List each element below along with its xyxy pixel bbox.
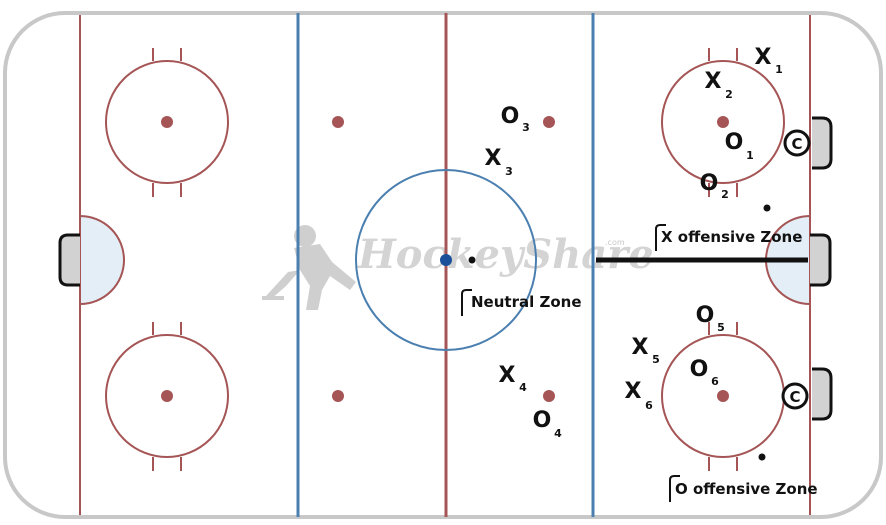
center-faceoff-dot — [440, 254, 452, 266]
player-o4-mark: O — [533, 408, 552, 433]
right-top-bench — [812, 116, 833, 170]
player-o2-mark: O — [700, 171, 719, 196]
right-bottom-bench — [812, 367, 833, 421]
player-x4-mark: X — [499, 363, 516, 388]
player-o4-num: 4 — [554, 427, 562, 440]
player-x2-mark: X — [705, 69, 722, 94]
player-x3-mark: X — [485, 146, 502, 171]
puck-center — [468, 256, 476, 264]
player-x1-mark: X — [755, 45, 772, 70]
player-o6-mark: O — [690, 357, 709, 382]
player-x5-num: 5 — [652, 353, 660, 366]
coach-top-label: C — [791, 135, 802, 153]
left-bottom-faceoff-dot — [161, 390, 173, 402]
player-x2: X 2 — [705, 69, 733, 101]
left-goal-crease — [79, 214, 125, 306]
player-o1-mark: O — [725, 130, 744, 155]
player-x6: X 6 — [625, 379, 654, 412]
o-offensive-zone-text: O offensive Zone — [675, 480, 818, 498]
puck-top-right — [763, 204, 771, 212]
coach-top: C — [783, 129, 811, 157]
player-o1: O 1 — [725, 130, 754, 162]
player-o5-mark: O — [696, 303, 715, 328]
player-x3-num: 3 — [505, 165, 513, 178]
player-x1: X 1 — [755, 45, 783, 76]
player-o5-num: 5 — [717, 321, 725, 334]
player-x3: X 3 — [485, 146, 513, 178]
player-o5: O 5 — [696, 303, 725, 334]
player-x6-num: 6 — [645, 399, 653, 412]
player-o3: O 3 — [501, 104, 530, 134]
player-o6: O 6 — [690, 357, 720, 388]
x-offensive-zone-text: X offensive Zone — [661, 228, 802, 246]
player-o3-num: 3 — [522, 121, 530, 134]
player-o3-mark: O — [501, 104, 520, 129]
neutral-zone-text: Neutral Zone — [471, 293, 582, 311]
center-faceoff-circle — [355, 169, 537, 351]
right-top-faceoff-dot — [717, 116, 729, 128]
player-o2: O 2 — [700, 171, 729, 201]
player-o2-num: 2 — [721, 188, 729, 201]
neutral-dot-left-bottom — [332, 390, 344, 402]
right-bottom-faceoff-dot — [717, 390, 729, 402]
puck-bottom-right — [758, 453, 766, 461]
left-bottom-faceoff-circle — [105, 322, 229, 471]
o-offensive-zone-label: O offensive Zone — [669, 475, 818, 502]
player-o1-num: 1 — [746, 149, 754, 162]
left-top-faceoff-dot — [161, 116, 173, 128]
left-goal-net — [58, 233, 80, 287]
player-x4: X 4 — [499, 363, 528, 394]
right-top-faceoff-circle — [661, 48, 785, 197]
right-goal-net — [810, 233, 832, 287]
player-o4: O 4 — [533, 408, 563, 440]
player-x2-num: 2 — [725, 88, 733, 101]
player-o6-num: 6 — [711, 375, 719, 388]
watermark-suffix: .com — [605, 238, 625, 247]
x-offensive-zone-label: X offensive Zone — [655, 224, 802, 251]
watermark-logo: HockeyShare .com — [262, 225, 654, 310]
coach-bottom: C — [781, 382, 809, 410]
neutral-dot-right-top — [543, 116, 555, 128]
player-x6-mark: X — [625, 379, 642, 404]
neutral-dot-right-bottom — [543, 390, 555, 402]
neutral-dot-left-top — [332, 116, 344, 128]
player-x5-mark: X — [632, 335, 649, 360]
player-x1-num: 1 — [775, 63, 783, 76]
player-x5: X 5 — [632, 335, 660, 366]
player-x4-num: 4 — [519, 381, 527, 394]
left-top-faceoff-circle — [105, 48, 229, 197]
neutral-zone-label: Neutral Zone — [461, 289, 582, 316]
coach-bottom-label: C — [789, 388, 800, 406]
watermark-text: HockeyShare — [357, 231, 654, 278]
